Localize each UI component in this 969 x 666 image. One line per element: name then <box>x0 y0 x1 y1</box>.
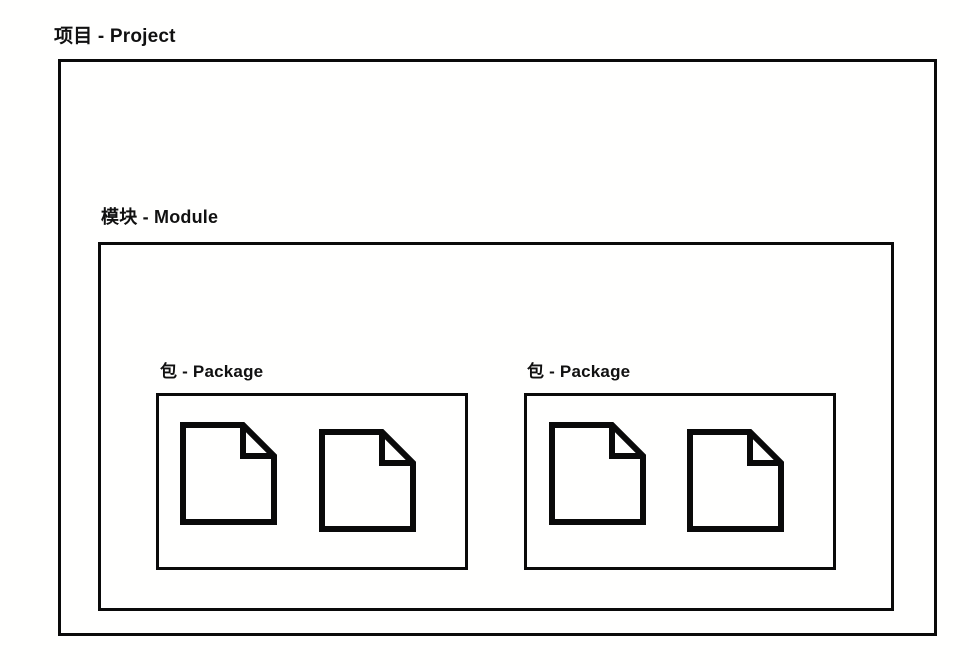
package-container-2 <box>524 393 836 570</box>
package-label-1: 包 - Package <box>160 362 264 381</box>
package-label-2: 包 - Package <box>527 362 631 381</box>
file-document-icon <box>180 422 277 525</box>
file-document-icon <box>687 429 784 532</box>
module-container <box>98 242 894 611</box>
project-label: 项目 - Project <box>54 26 176 47</box>
file-document-icon <box>319 429 416 532</box>
package-container-1 <box>156 393 468 570</box>
project-container <box>58 59 937 636</box>
module-label: 模块 - Module <box>101 207 219 227</box>
file-document-icon <box>549 422 646 525</box>
